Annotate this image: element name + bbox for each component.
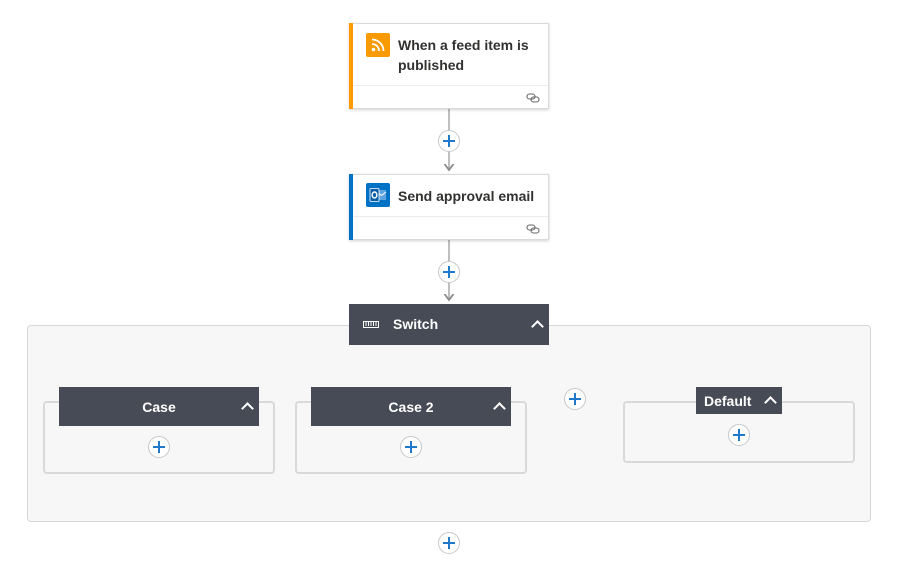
rss-icon [366, 33, 390, 57]
send-approval-email-card[interactable]: Send approval email [349, 174, 549, 240]
trigger-accent-bar [349, 23, 353, 109]
chevron-up-icon[interactable] [764, 396, 777, 409]
add-action-default-button[interactable] [728, 424, 750, 446]
case-2-title: Case 2 [388, 398, 434, 415]
add-case-button[interactable] [564, 388, 586, 410]
chevron-up-icon[interactable] [241, 402, 254, 415]
add-action-case-button[interactable] [148, 436, 170, 458]
add-step-button-1[interactable] [438, 130, 460, 152]
add-step-button-2[interactable] [438, 261, 460, 283]
switch-icon [363, 321, 379, 328]
trigger-footer [353, 85, 548, 108]
action-title: Send approval email [398, 188, 535, 204]
case-2-header[interactable]: Case 2 [311, 387, 511, 426]
switch-header[interactable]: Switch [349, 304, 549, 345]
action-footer [353, 216, 548, 239]
outlook-icon [366, 183, 390, 207]
add-action-case-2-button[interactable] [400, 436, 422, 458]
default-title: Default [704, 393, 752, 409]
case-title: Case [142, 398, 176, 415]
default-header[interactable]: Default [696, 387, 782, 414]
switch-title: Switch [393, 316, 439, 332]
link-icon [526, 93, 540, 103]
chevron-up-icon[interactable] [493, 402, 506, 415]
chevron-up-icon[interactable] [531, 320, 544, 333]
link-icon [526, 224, 540, 234]
add-step-button-bottom[interactable] [438, 532, 460, 554]
trigger-title: When a feed item is published [398, 37, 529, 73]
action-accent-bar [349, 174, 353, 240]
trigger-card[interactable]: When a feed item is published [349, 23, 549, 109]
case-header[interactable]: Case [59, 387, 259, 426]
